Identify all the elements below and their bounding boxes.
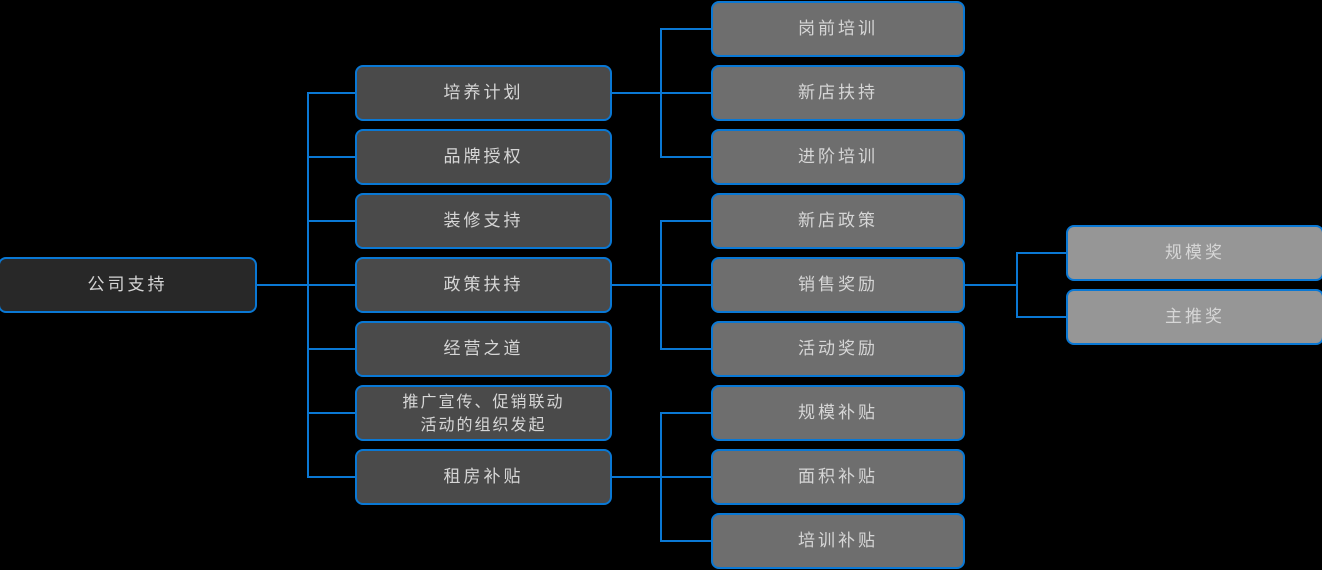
edge-groupB-to-l2-5: [660, 348, 711, 350]
edge-root-to-l1-5: [307, 412, 355, 414]
node-level2-xindianfuchi[interactable]: 新店扶持: [711, 65, 965, 121]
node-level2-gangqianpeixun[interactable]: 岗前培训: [711, 1, 965, 57]
node-level1-jingyingzhidao[interactable]: 经营之道: [355, 321, 612, 377]
node-level2-guimobutie[interactable]: 规模补贴: [711, 385, 965, 441]
edge-groupD-trunk: [1016, 252, 1018, 316]
node-level2-peixunbutie[interactable]: 培训补贴: [711, 513, 965, 569]
node-level1-zufangbutie[interactable]: 租房补贴: [355, 449, 612, 505]
node-level1-peiyangjihua[interactable]: 培养计划: [355, 65, 612, 121]
edge-root-to-l1-4: [307, 348, 355, 350]
node-level1-zhengcefuchi[interactable]: 政策扶持: [355, 257, 612, 313]
node-level3-zhutuijiang[interactable]: 主推奖: [1066, 289, 1322, 345]
edge-l1-3-stub: [611, 284, 662, 286]
edge-groupC-to-l2-6: [660, 412, 711, 414]
edge-groupA-to-l2-1: [660, 92, 711, 94]
edge-root-to-l1-1: [307, 156, 355, 158]
edge-groupD-to-l3-1: [1016, 316, 1067, 318]
edge-groupB-to-l2-4: [660, 284, 711, 286]
node-root[interactable]: 公司支持: [0, 257, 257, 313]
edge-root-to-l1-0: [307, 92, 355, 94]
node-level1-pinpaishouquan[interactable]: 品牌授权: [355, 129, 612, 185]
edge-groupA-to-l2-2: [660, 156, 711, 158]
edge-root-to-l1-3: [307, 284, 355, 286]
edge-root-to-l1-2: [307, 220, 355, 222]
node-level2-xindianzhengce[interactable]: 新店政策: [711, 193, 965, 249]
node-level3-guimojiang[interactable]: 规模奖: [1066, 225, 1322, 281]
node-level1-zhuangxiuzhichi[interactable]: 装修支持: [355, 193, 612, 249]
edge-root-to-l1-6: [307, 476, 355, 478]
edge-l2-4-stub: [965, 284, 1018, 286]
node-level2-xiaoshoujiangli[interactable]: 销售奖励: [711, 257, 965, 313]
edge-l1-6-stub: [611, 476, 662, 478]
edge-groupC-to-l2-8: [660, 540, 711, 542]
node-level2-jinjiepeixun[interactable]: 进阶培训: [711, 129, 965, 185]
edge-groupC-to-l2-7: [660, 476, 711, 478]
edge-l1-0-stub: [611, 92, 662, 94]
edge-groupA-to-l2-0: [660, 28, 711, 30]
edge-groupD-to-l3-0: [1016, 252, 1067, 254]
edge-groupB-to-l2-3: [660, 220, 711, 222]
node-level1-tuiguangxuanchuan[interactable]: 推广宣传、促销联动 活动的组织发起: [355, 385, 612, 441]
node-level2-huodongjiangli[interactable]: 活动奖励: [711, 321, 965, 377]
edge-root-stub: [257, 284, 308, 286]
node-level2-mianjibutie[interactable]: 面积补贴: [711, 449, 965, 505]
